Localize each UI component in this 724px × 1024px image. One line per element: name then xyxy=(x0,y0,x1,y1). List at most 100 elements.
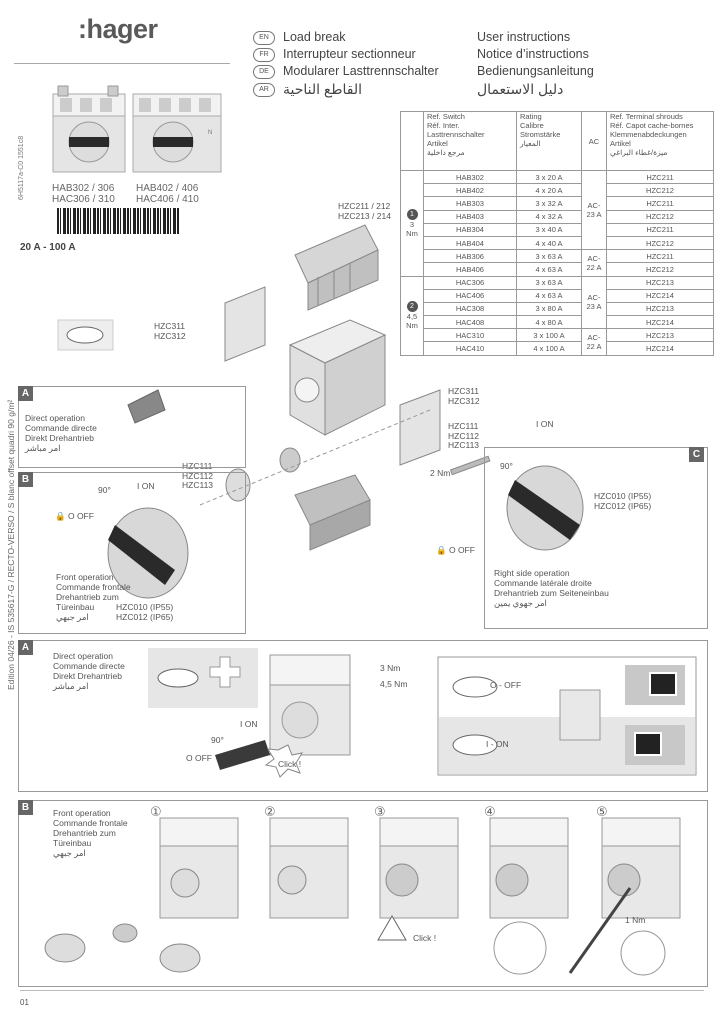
section-a-top xyxy=(18,386,246,468)
label-handle-left: HZC010 (IP55)HZC012 (IP65) xyxy=(116,602,174,622)
table-header: Ref. Switch Réf. Inter. Lasttrennschalte… xyxy=(400,111,714,171)
label-deg: 90° xyxy=(211,735,224,745)
doc-title: Bedienungsanleitung xyxy=(477,64,594,78)
header-line: Réf. Inter. xyxy=(427,121,460,130)
warning-icon xyxy=(377,915,407,941)
ac-cell: AC-23 A xyxy=(581,275,607,330)
table-header-cell xyxy=(400,111,424,171)
section-tag: B xyxy=(18,800,33,815)
svg-text:N: N xyxy=(208,130,212,136)
op-line: امر جهوي يمين xyxy=(494,598,547,608)
label-text: HZC213 / 214 xyxy=(338,210,391,221)
table-header-cell: Rating Calibre Stromstärke المعيار xyxy=(516,111,582,171)
label-text: HZC211 / 212 xyxy=(338,201,391,211)
ref-text: HAB402 / 406 xyxy=(136,183,199,194)
label-deg-right: 90° xyxy=(500,461,513,471)
label-text: HZC312 xyxy=(448,395,480,406)
group-badge: 2 xyxy=(406,301,418,313)
ac-cell: AC-23 A xyxy=(581,169,607,251)
header-line: Artikel xyxy=(427,139,448,148)
step-4: ④ xyxy=(484,804,496,819)
section-a-text: Direct operation Commande directe Direkt… xyxy=(25,413,97,453)
op-line: Drehantrieb zum Seiteneinbau xyxy=(494,588,609,598)
label-text: HZC111 xyxy=(448,421,479,431)
header-line: ميزة/غطاء البراغي xyxy=(610,148,668,157)
op-line: امر جبهي xyxy=(56,612,89,622)
label-text: HZC112 xyxy=(448,430,480,441)
label-text: HZC111 xyxy=(182,461,213,471)
header-line: Réf. Capot cache-bornes xyxy=(610,121,694,130)
step-5: ⑤ xyxy=(596,804,608,819)
label-deg: 90° xyxy=(98,485,111,495)
op-line: Front operation xyxy=(53,808,111,818)
op-line: Commande directe xyxy=(25,423,97,433)
header-line: Lasttrennschalter xyxy=(427,130,485,139)
table-cell: HAC410 xyxy=(423,341,517,356)
lang-code: FR xyxy=(253,47,275,62)
label-text: HZC311 xyxy=(154,321,186,331)
header-line: مرجع داخلية xyxy=(427,148,465,157)
ref-text: HAC306 / 310 xyxy=(52,194,115,205)
terminal-shroud-top xyxy=(294,224,379,311)
group-badge: 1 xyxy=(406,208,418,220)
table-cell: HAB302 xyxy=(423,169,517,185)
step-1: ① xyxy=(150,804,162,819)
label-on: I ON xyxy=(240,719,258,729)
section-b2-text: Front operation Commande frontale Drehan… xyxy=(53,808,128,858)
doc-title: Notice d’instructions xyxy=(477,47,589,61)
section-tag: A xyxy=(18,386,33,401)
doc-title: User instructions xyxy=(477,30,571,44)
lang-code: AR xyxy=(253,83,275,98)
click-burst xyxy=(264,744,304,778)
section-c xyxy=(484,447,708,629)
table-cell: 3 x 20 A xyxy=(516,169,582,185)
step-5-image xyxy=(493,817,681,976)
handle-left xyxy=(107,507,189,599)
product-name: Load break xyxy=(283,30,346,44)
lang-code: DE xyxy=(253,64,275,79)
table-header-cell: AC xyxy=(581,111,607,171)
header-line: Artikel xyxy=(610,139,631,148)
op-line: Drehantrieb zum xyxy=(53,828,116,838)
product-refs-right: HAB402 / 406 HAC406 / 410 xyxy=(136,183,199,205)
header-line: Stromstärke xyxy=(520,130,561,139)
label-text: HZC010 (IP55) xyxy=(116,602,174,612)
label-handle-right: HZC010 (IP55)HZC012 (IP65) xyxy=(594,491,651,511)
label-text: HZC113 xyxy=(448,440,480,450)
op-line: Right side operation xyxy=(494,568,570,578)
label-text: HZC312 xyxy=(154,330,186,341)
terminal-shroud-bottom xyxy=(294,474,371,551)
op-line: امر جبهي xyxy=(53,848,86,858)
current-range: 20 A - 100 A xyxy=(20,242,76,253)
table-cell: 4 x 100 A xyxy=(516,341,582,356)
product-photo: N xyxy=(52,85,222,173)
install-b-diagram xyxy=(44,817,681,976)
op-line: Commande directe xyxy=(53,661,125,671)
op-line: Türeinbau xyxy=(53,838,92,848)
ref-text: HAB302 / 306 xyxy=(52,183,115,194)
switch-3pole-image xyxy=(52,85,126,173)
label-on-right: I ON xyxy=(536,419,554,429)
label-1nm: 1 Nm xyxy=(625,915,646,925)
step-3: ③ xyxy=(374,804,386,819)
switch-body xyxy=(269,654,351,756)
op-line: Drehantrieb zum xyxy=(56,592,119,602)
section-tag: C xyxy=(689,447,704,462)
table-cell: HZC211 xyxy=(606,169,714,185)
section-b-install xyxy=(18,800,708,987)
lock-icon: 🔒 xyxy=(436,545,447,555)
barcode xyxy=(57,208,180,234)
step-2: ② xyxy=(264,804,276,819)
